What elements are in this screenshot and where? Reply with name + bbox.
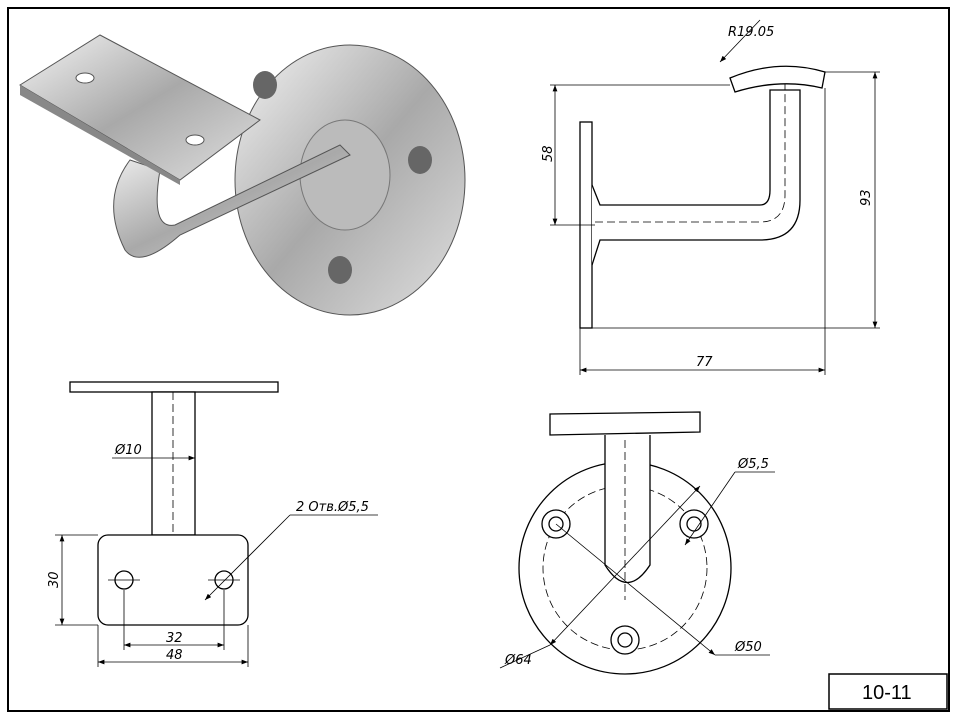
dim-58: 58 [541, 145, 556, 162]
dim-93: 93 [859, 189, 874, 206]
sheet-frame [7, 7, 950, 712]
dim-30: 30 [47, 571, 62, 588]
dim-32: 32 [166, 631, 183, 646]
holes-label: 2 Отв.Ø5,5 [296, 500, 369, 515]
front-view: Ø50 Ø64 Ø5,5 [499, 411, 775, 675]
sheet-code: 10-11 [862, 682, 912, 704]
dim-48: 48 [166, 648, 183, 663]
title-block [828, 673, 948, 710]
radius-label: R19.05 [728, 25, 774, 40]
top-view: Ø10 2 Отв.Ø5,5 30 32 48 [47, 381, 378, 667]
isometric-render [19, 34, 466, 316]
dim-flange-dia: Ø64 [504, 653, 532, 668]
dim-hole-dia: Ø5,5 [737, 457, 769, 472]
dim-tube-dia: Ø10 [114, 443, 142, 458]
dim-bolt-circle: Ø50 [734, 640, 762, 655]
dim-77: 77 [696, 355, 713, 370]
side-view: R19.05 58 93 77 [541, 19, 880, 375]
